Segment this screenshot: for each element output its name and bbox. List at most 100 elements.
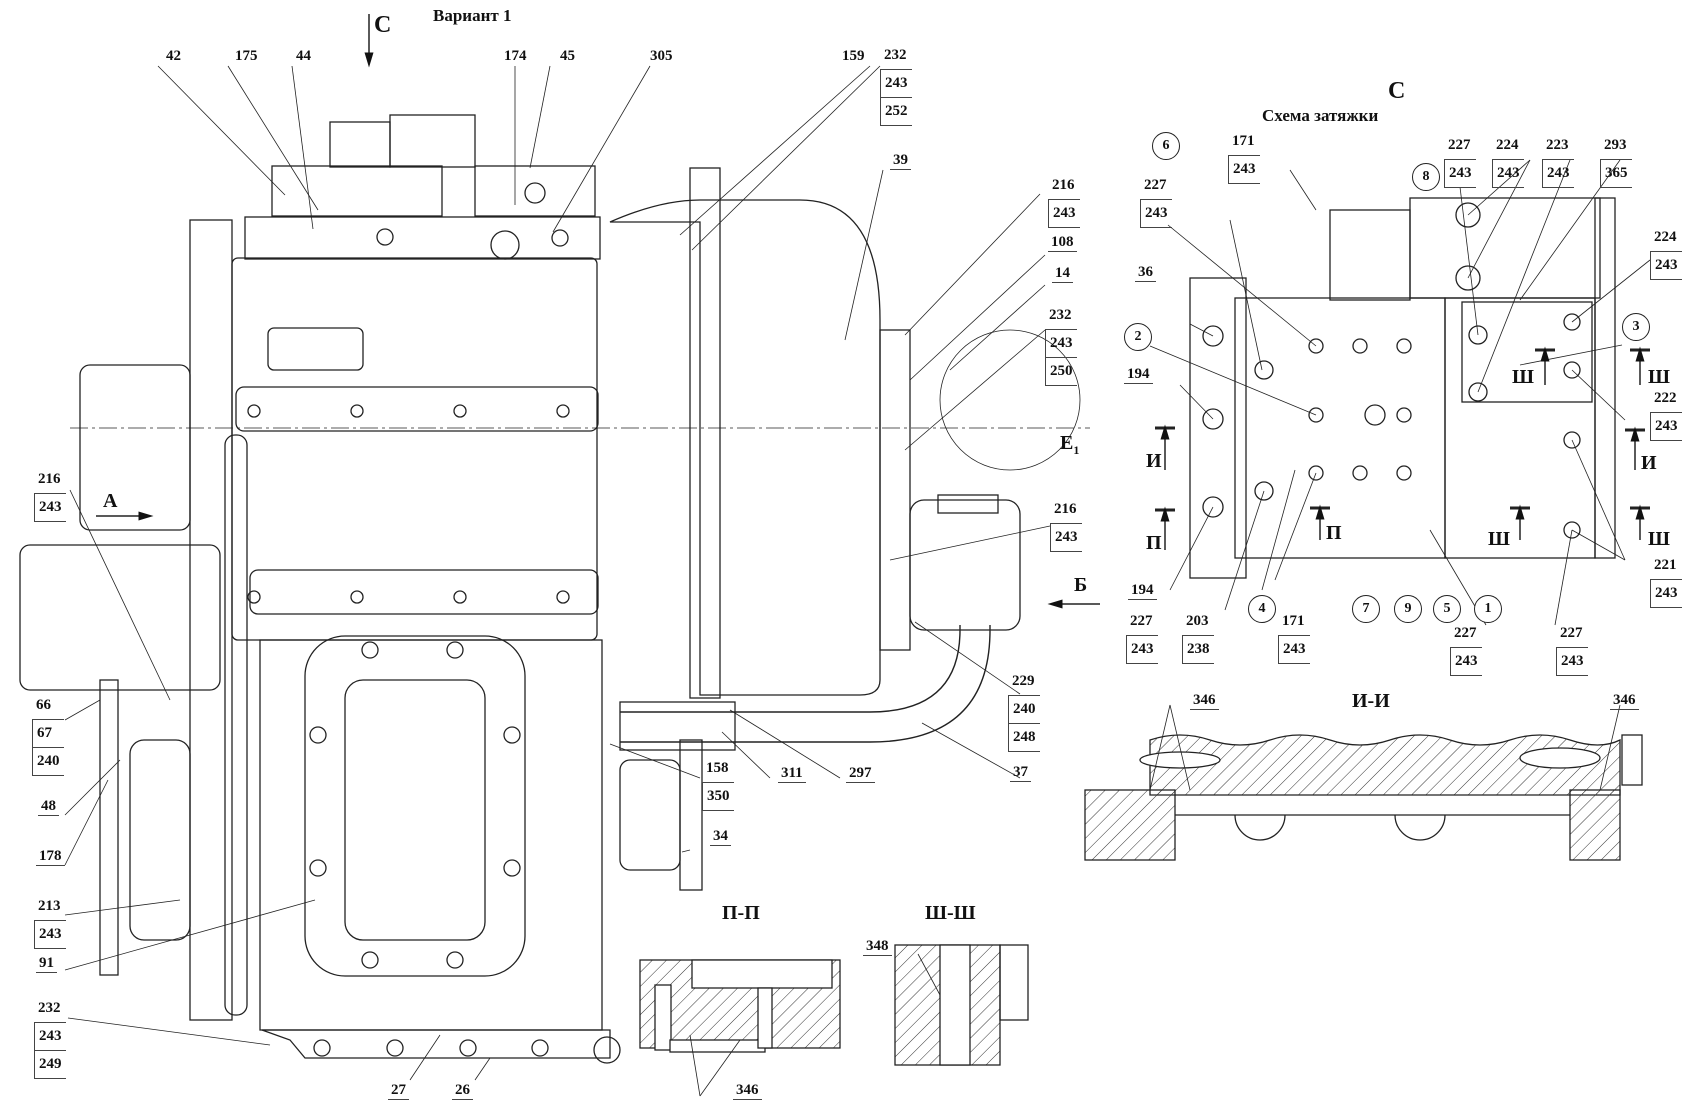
plug-small <box>376 228 394 246</box>
callout-stack-224-243-top: 224 243 <box>1492 132 1524 188</box>
rib-upper <box>235 386 599 432</box>
tightening-order-3: 3 <box>1622 313 1650 341</box>
callout-45: 45 <box>560 48 575 64</box>
tightening-order-4: 4 <box>1248 595 1276 623</box>
oil-pipe-37 <box>620 625 961 713</box>
detail-e1-letter: Е <box>1060 432 1074 454</box>
stack-item: 67 <box>32 720 64 748</box>
callout-194-bottom: 194 <box>1128 582 1157 600</box>
variant-title: Вариант 1 <box>433 6 512 25</box>
section-mark-sh-upper-right: Ш <box>1648 366 1670 388</box>
c-manifold-left <box>1234 297 1446 559</box>
callout-stack-221-243: 221 243 <box>1650 552 1682 608</box>
stack-item: 221 <box>1650 552 1682 580</box>
stack-item: 240 <box>1008 696 1040 724</box>
view-c <box>1189 197 1616 579</box>
inspection-window <box>344 679 486 941</box>
valve-block-44 <box>271 165 443 217</box>
callout-297: 297 <box>846 765 875 783</box>
callout-346-pp: 346 <box>733 1082 762 1100</box>
stack-item: 203 <box>1182 608 1214 636</box>
callout-stack-232-243-250: 232 243 250 <box>1045 302 1077 386</box>
tightening-order-1: 1 <box>1474 595 1502 623</box>
stack-item: 243 <box>1450 648 1482 676</box>
stack-item: 243 <box>1650 252 1682 280</box>
oil-pipe-37-outer <box>620 625 991 743</box>
stack-item: 243 <box>1126 636 1158 664</box>
stack-item: 171 <box>1228 128 1260 156</box>
stack-item: 365 <box>1600 160 1632 188</box>
callout-346-ii-right: 346 <box>1610 692 1639 710</box>
nameplate <box>267 327 364 371</box>
stack-item: 232 <box>34 995 66 1023</box>
callout-stack-232-243-249: 232 243 249 <box>34 995 66 1079</box>
section-mark-sh-lower-mid: Ш <box>1488 528 1510 550</box>
callout-stack-227-243-bottom-right: 227 243 <box>1556 620 1588 676</box>
stack-item: 243 <box>880 70 912 98</box>
tightening-order-6: 6 <box>1152 132 1180 160</box>
tightening-order-9: 9 <box>1394 595 1422 623</box>
callout-stack-171-243-top: 171 243 <box>1228 128 1260 184</box>
rear-flange <box>879 329 911 651</box>
callout-stack-203-238: 203 238 <box>1182 608 1214 664</box>
cover-bolts <box>309 641 521 969</box>
inspection-cover <box>304 635 526 977</box>
callout-348-shsh: 348 <box>863 938 892 956</box>
callout-36: 36 <box>1135 264 1156 282</box>
callout-stack-229-240-248: 229 240 248 <box>1008 668 1040 752</box>
section-shsh-drawing <box>894 944 1029 1066</box>
detail-e1-subscript: 1 <box>1073 443 1080 457</box>
callout-194-top: 194 <box>1124 366 1153 384</box>
stack-item: 232 <box>1045 302 1077 330</box>
stack-item: 213 <box>34 893 66 921</box>
stack-item: 243 <box>1542 160 1574 188</box>
stack-item: 238 <box>1182 636 1214 664</box>
solenoid-housing <box>329 121 391 168</box>
stack-item: 252 <box>880 98 912 126</box>
pipe-clamp <box>619 701 736 751</box>
stack-item: 243 <box>1050 524 1082 552</box>
left-flange <box>189 219 233 1021</box>
bracket-plate <box>99 679 119 976</box>
stack-item: 293 <box>1600 132 1632 160</box>
callout-stack-227-243-top: 227 243 <box>1444 132 1476 188</box>
callout-stack-171-243-bottom: 171 243 <box>1278 608 1310 664</box>
view-arrows <box>96 14 1100 609</box>
callout-stack-227-243-bottom-left: 227 243 <box>1126 608 1158 664</box>
fitting <box>551 229 569 247</box>
stack-item: 171 <box>1278 608 1310 636</box>
section-mark-p-left: П <box>1146 532 1162 554</box>
view-b-label: Б <box>1074 574 1088 596</box>
callout-stack-216-243-left: 216 243 <box>34 466 66 522</box>
callout-37: 37 <box>1010 764 1031 782</box>
callout-stack-213-243: 213 243 <box>34 893 66 949</box>
section-markers <box>1155 346 1650 550</box>
stack-item: 227 <box>1556 620 1588 648</box>
valve-block-base <box>244 216 601 260</box>
stack-item: 243 <box>1045 330 1077 358</box>
stack-item: 243 <box>1278 636 1310 664</box>
stack-item: 243 <box>34 494 66 522</box>
stack-item: 224 <box>1492 132 1524 160</box>
stack-item: 158 <box>702 755 734 783</box>
section-ii-drawing <box>1084 734 1643 861</box>
callout-stack-222-243: 222 243 <box>1650 385 1682 441</box>
section-mark-sh-lower-right: Ш <box>1648 528 1670 550</box>
callout-stack-224-243-right: 224 243 <box>1650 224 1682 280</box>
section-shsh-title: Ш-Ш <box>925 902 976 924</box>
stack-item: 243 <box>1492 160 1524 188</box>
pulley-hub <box>619 759 681 871</box>
solenoid-cap <box>389 114 476 168</box>
callout-108: 108 <box>1048 234 1077 252</box>
c-solenoid <box>1329 209 1411 301</box>
callout-159: 159 <box>842 48 865 64</box>
pulley-34 <box>679 739 703 891</box>
callout-48: 48 <box>38 798 59 816</box>
view-c-arrow-label: С <box>374 12 392 38</box>
section-mark-i-left: И <box>1146 450 1162 472</box>
callout-stack-216-243-upper: 216 243 <box>1048 172 1080 228</box>
callout-27: 27 <box>388 1082 409 1100</box>
stack-item: 243 <box>1650 413 1682 441</box>
stack-item: 222 <box>1650 385 1682 413</box>
